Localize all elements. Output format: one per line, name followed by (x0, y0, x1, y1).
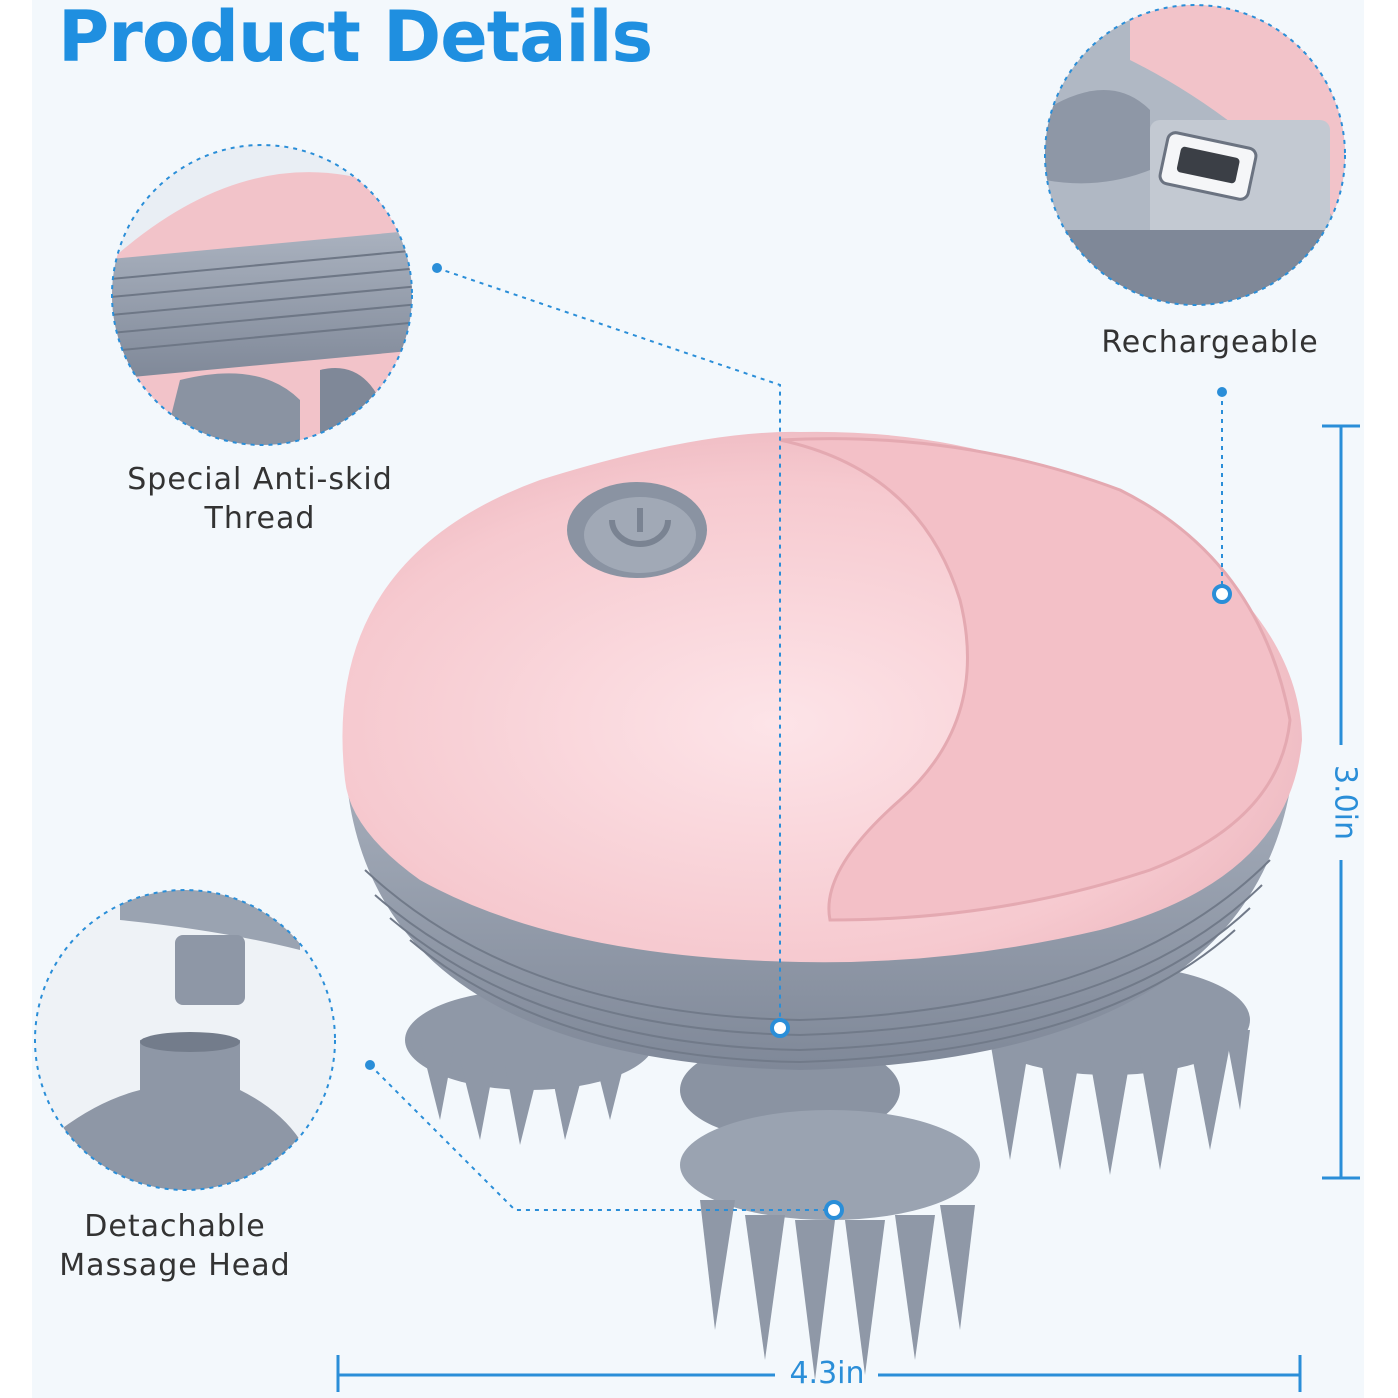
detachable-head-detail-circle (34, 889, 336, 1191)
width-dimension-label: 4.3in (789, 1356, 865, 1391)
feature-label-rechargeable: Rechargeable (1101, 325, 1319, 360)
width-dimension-line (336, 1355, 1302, 1392)
feature-label-anti-skid: Special Anti-skid Thread (127, 462, 393, 536)
page-title: Product Details (58, 0, 653, 78)
height-dimension-label: 3.0in (1327, 764, 1363, 841)
charging-port-detail-circle (1044, 4, 1346, 306)
callout-connectors (369, 267, 1223, 1211)
feature-label-detachable: Detachable Massage Head (59, 1209, 291, 1283)
scalp-massager-product (342, 431, 1302, 1380)
height-dimension-line (1322, 424, 1360, 1180)
power-button (567, 482, 707, 578)
massage-head-front (680, 1110, 980, 1380)
thread-detail-circle (111, 144, 413, 446)
